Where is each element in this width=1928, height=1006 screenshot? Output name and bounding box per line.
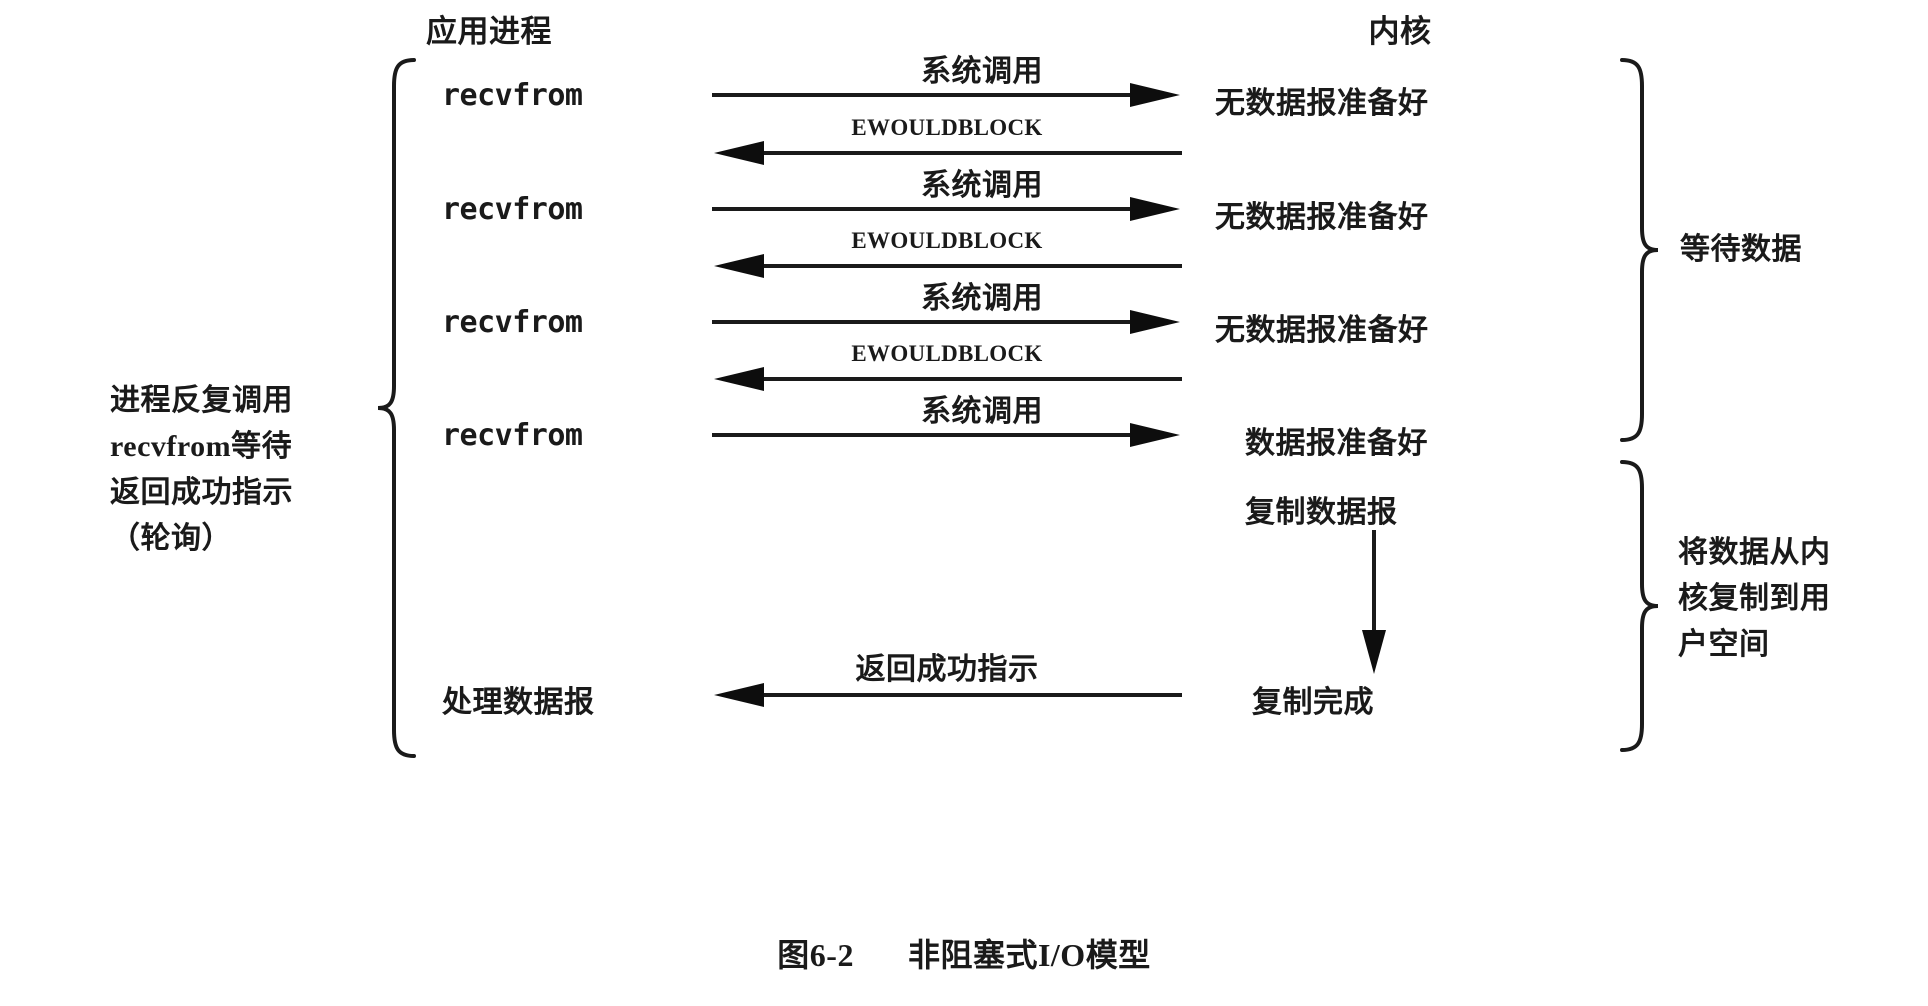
left-caption-line-1: 进程反复调用 xyxy=(110,384,293,417)
arrow-syscall-3 xyxy=(712,309,1182,335)
figure-caption: 图6-2 非阻塞式I/O模型 xyxy=(0,930,1928,976)
figure-caption-title: 非阻塞式I/O模型 xyxy=(907,937,1151,973)
left-caption-line-2: recvfrom等待 xyxy=(110,430,293,463)
kernel-state-1: 无数据报准备好 xyxy=(1215,87,1429,120)
right-caption2-line-1: 将数据从内 xyxy=(1678,536,1831,569)
process-call-recvfrom-2: recvfrom xyxy=(442,192,583,227)
kernel-copy-complete-label: 复制完成 xyxy=(1252,686,1374,719)
kernel-copy-datagram-label: 复制数据报 xyxy=(1245,496,1398,529)
arrow-label-syscall-2: 系统调用 xyxy=(921,169,1043,202)
arrow-label-return-success: 返回成功指示 xyxy=(855,653,1039,686)
arrow-syscall-4 xyxy=(712,422,1182,448)
process-call-recvfrom-4: recvfrom xyxy=(442,418,583,453)
kernel-state-4: 数据报准备好 xyxy=(1245,427,1428,460)
process-call-recvfrom-1: recvfrom xyxy=(442,78,583,113)
right-caption2-line-2: 核复制到用 xyxy=(1678,582,1831,615)
left-brace-caption: 进程反复调用 recvfrom等待 返回成功指示 （轮询） xyxy=(110,378,368,562)
right-brace-caption-copy-to-user: 将数据从内 核复制到用 户空间 xyxy=(1678,530,1918,668)
kernel-state-3: 无数据报准备好 xyxy=(1215,314,1429,347)
arrow-ewouldblock-3 xyxy=(712,366,1182,392)
process-handle-datagram-label: 处理数据报 xyxy=(442,686,595,719)
arrow-ewouldblock-2 xyxy=(712,253,1182,279)
right-brace-wait-data xyxy=(1618,56,1664,446)
arrow-label-syscall-1: 系统调用 xyxy=(921,55,1043,88)
arrow-label-syscall-3: 系统调用 xyxy=(921,282,1043,315)
left-caption-line-3: 返回成功指示 xyxy=(110,476,293,509)
arrow-label-syscall-4: 系统调用 xyxy=(921,395,1043,428)
arrow-return-success xyxy=(712,682,1182,708)
arrow-syscall-1 xyxy=(712,82,1182,108)
process-call-recvfrom-3: recvfrom xyxy=(442,305,583,340)
figure-caption-number: 图6-2 xyxy=(777,937,854,973)
arrow-label-ewouldblock-3: EWOULDBLOCK xyxy=(851,341,1043,366)
right-brace-copy-to-user xyxy=(1618,458,1664,754)
arrow-syscall-2 xyxy=(712,196,1182,222)
arrow-copy-down xyxy=(1360,530,1388,675)
column-header-kernel: 内核 xyxy=(1368,14,1432,49)
arrow-label-ewouldblock-2: EWOULDBLOCK xyxy=(851,228,1043,253)
right-caption2-line-3: 户空间 xyxy=(1678,628,1770,661)
right-brace-caption-wait-data: 等待数据 xyxy=(1680,233,1802,266)
column-header-application-process: 应用进程 xyxy=(426,14,552,49)
left-brace xyxy=(372,56,418,760)
arrow-ewouldblock-1 xyxy=(712,140,1182,166)
kernel-state-2: 无数据报准备好 xyxy=(1215,201,1429,234)
left-caption-line-4: （轮询） xyxy=(110,522,232,555)
arrow-label-ewouldblock-1: EWOULDBLOCK xyxy=(851,115,1043,140)
